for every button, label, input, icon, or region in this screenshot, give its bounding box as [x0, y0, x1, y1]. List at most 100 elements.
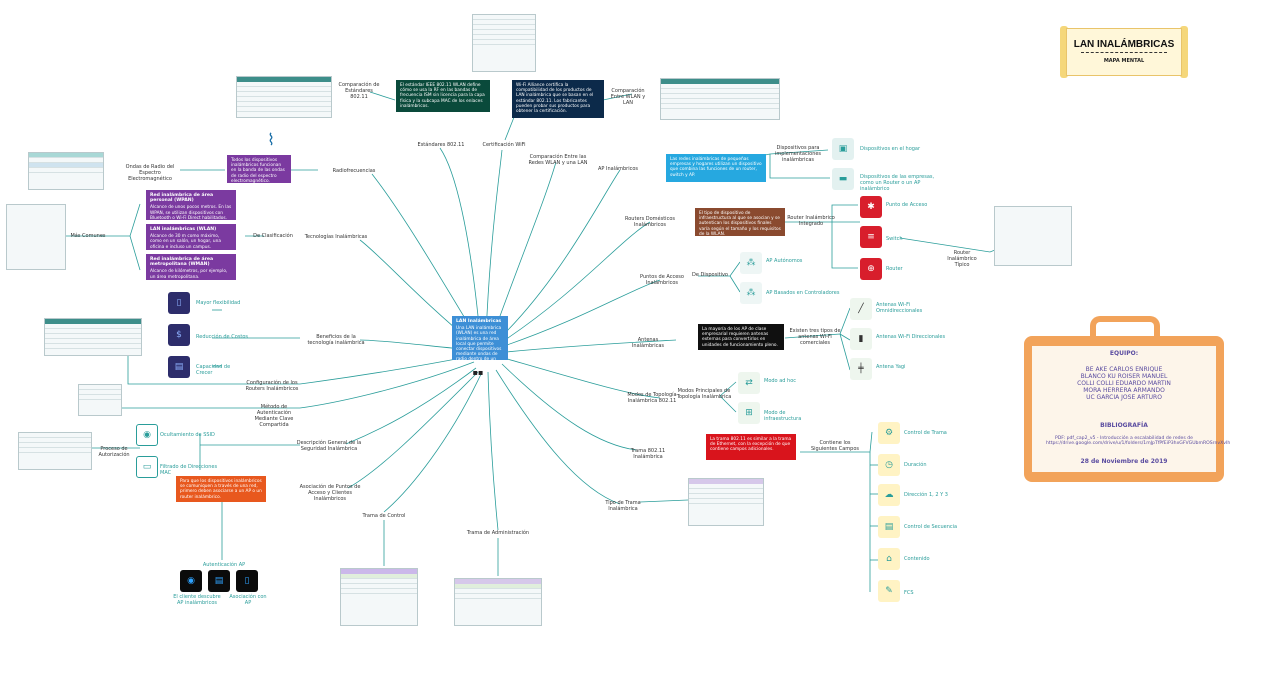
- label-ondas: Ondas de Radio del Espectro Electromagné…: [125, 164, 175, 182]
- sequence-icon: ▤: [878, 516, 900, 538]
- member-1: BE AKE CARLOS ENRIQUE: [1085, 366, 1163, 373]
- control-frame-thumbnail: [340, 568, 418, 626]
- content-icon: ⌂: [878, 548, 900, 570]
- box-wpan: Red inalámbrica de área personal (WPAN) …: [146, 190, 236, 220]
- branch-descripcion-seguridad: Descripción General de la Seguridad Inal…: [296, 440, 362, 452]
- box-routers: El tipo de dispositivo de infraestructur…: [695, 208, 785, 236]
- branch-configuracion: Configuración de los Routers Inalámbrico…: [245, 380, 299, 392]
- wpan-text: Alcance de unos pocos metros. En las WPA…: [150, 205, 232, 220]
- member-3: COLLI COLLI EDUARDO MARTIN: [1077, 380, 1171, 387]
- admin-frame-thumbnail: [454, 578, 542, 626]
- typical-router-thumbnail: [994, 206, 1072, 266]
- label-existen-antenas: Existen tres tipos de antenas Wi-Fi come…: [789, 328, 841, 346]
- label-infraestructura: Modo de infraestructura: [764, 410, 802, 422]
- box-asociacion: Para que los dispositivos inalámbricos s…: [176, 476, 266, 502]
- label-asociacion-ap: Asociación con AP: [229, 594, 267, 606]
- branch-certificacion: Certificación WiFi: [482, 142, 526, 148]
- authorization-thumbnail: [18, 432, 92, 470]
- scroll-paper: LAN INALÁMBRICAS MAPA MENTAL: [1066, 28, 1182, 76]
- label-dispositivos-ap: Dispositivos para implementaciones inalá…: [774, 145, 822, 163]
- label-c-contenido: Contenido: [904, 556, 930, 562]
- center-heading: LAN Inalámbricas: [456, 319, 502, 324]
- equipo-title: EQUIPO:: [1109, 350, 1139, 357]
- controller-ap-icon: ⁂: [740, 282, 762, 304]
- member-2: BLANCO KU ROISER MANUEL: [1080, 373, 1168, 380]
- label-ap-controladores: AP Basados en Controladores: [766, 290, 840, 296]
- label-escalabilidad: Capacidad de Crecer: [196, 364, 231, 376]
- directional-antenna-icon: ▮: [850, 328, 872, 350]
- spectrum-thumbnail: [28, 152, 104, 190]
- label-direccionales: Antenas Wi-Fi Direccionales: [876, 334, 946, 340]
- omni-antenna-icon: ╱: [850, 298, 872, 320]
- label-ap-peq: Dispositivos en el hogar: [860, 146, 921, 152]
- wireless-devices-thumbnail: [6, 204, 66, 270]
- branch-trama-control: Trama de Control: [362, 513, 406, 519]
- wlan-text: Alcance de 30 m como máximo, como en un …: [150, 234, 221, 250]
- center-text: Una LAN inalámbrica (WLAN) es una red in…: [456, 326, 502, 360]
- auth-ap-icon: ▤: [208, 570, 230, 592]
- title-scroll: LAN INALÁMBRICAS MAPA MENTAL: [1060, 26, 1188, 78]
- label-yagi: Antena Yagi: [876, 364, 906, 370]
- yagi-antenna-icon: ╪: [850, 358, 872, 380]
- branch-routers: Routers Domésticos Inalámbricos: [625, 216, 675, 228]
- poster-handle: [1090, 316, 1160, 346]
- branch-metodo-auth: Método de Autenticación Mediante Clave C…: [254, 404, 294, 428]
- wlan-lan-table-thumbnail: [660, 78, 780, 120]
- wman-text: Alcance de kilómetros, por ejemplo, un á…: [150, 269, 228, 280]
- poster-date: 28 de Noviembre de 2019: [1080, 458, 1168, 465]
- scalability-icon: ▤: [168, 356, 190, 378]
- label-de-dispositivo: De Dispositivo: [692, 272, 728, 278]
- bibliografia-text: PDF: pdf_cap2_v5 - Introducción a escala…: [1046, 436, 1231, 447]
- label-mas-comunes: Más Comunes: [70, 233, 106, 239]
- box-certificacion: Wi-Fi Alliance certifica la compatibilid…: [512, 80, 604, 118]
- bibliografia-title: BIBLIOGRAFÍA: [1100, 422, 1148, 429]
- label-c-duracion: Duración: [904, 462, 927, 468]
- wlan-title: LAN inalámbricas (WLAN): [150, 227, 217, 232]
- title-rule: [1081, 52, 1167, 53]
- switch-icon: ≡: [860, 226, 882, 248]
- label-ap-autonomos: AP Autónomos: [766, 258, 803, 264]
- branch-asociacion: Asociación de Puntos de Acceso y Cliente…: [299, 484, 361, 502]
- router-icon: ⊕: [860, 258, 882, 280]
- cost-icon: $: [168, 324, 190, 346]
- frame-control-icon: ⚙: [878, 422, 900, 444]
- box-wman: Red inalámbrica de área metropolitana (W…: [146, 254, 236, 280]
- address-icon: ☁: [878, 484, 900, 506]
- branch-trama: Trama 802.11 Inalámbrica: [630, 448, 666, 460]
- wpan-title: Red inalámbrica de área personal (WPAN): [150, 193, 214, 204]
- branch-puntos-acceso: Puntos de Acceso Inalámbricos: [640, 274, 684, 286]
- label-router: Router: [886, 266, 903, 272]
- associate-ap-icon: ▯: [236, 570, 258, 592]
- antenna-signal-icon: ⌇: [267, 129, 275, 149]
- mac-filter-icon: ▭: [136, 456, 158, 478]
- label-switch: Switch: [886, 236, 903, 242]
- label-comparacion-802-11: Comparación de Estándares 802.11: [338, 82, 380, 100]
- page-subtitle: MAPA MENTAL: [1103, 58, 1145, 64]
- branch-tecnologias: Tecnologías Inalámbricas: [304, 234, 368, 240]
- box-radiofrecuencias: Todos los dispositivos inalámbricos func…: [227, 155, 291, 183]
- team-poster: EQUIPO: BE AKE CARLOS ENRIQUE BLANCO KU …: [1024, 336, 1231, 482]
- branch-ap: AP Inalámbricos: [597, 166, 639, 172]
- team-poster-inner: EQUIPO: BE AKE CARLOS ENRIQUE BLANCO KU …: [1032, 346, 1231, 472]
- duration-icon: ◷: [878, 454, 900, 476]
- label-ap-empresa: Dispositivos de las empresas, como un Ro…: [860, 174, 935, 192]
- enterprise-router-icon: ▬: [832, 168, 854, 190]
- branch-modos: Modos de Topología Inalámbrica 802.11: [627, 392, 677, 404]
- label-redes-autorizacion: Proceso de Autorización: [98, 446, 130, 458]
- label-cliente-ap: El cliente descubre AP inalámbricos: [173, 594, 221, 606]
- fcs-icon: ✎: [878, 580, 900, 602]
- infrastructure-icon: ⊞: [738, 402, 760, 424]
- label-comparacion-lan: Comparación Entre WLAN y LAN: [610, 88, 646, 106]
- label-autenticacion-ap: Autenticación AP: [202, 562, 246, 568]
- scroll-roll-right: [1180, 26, 1188, 78]
- label-c-fcs: FCS: [904, 590, 914, 596]
- member-4: MORA HERRERA ARMANDO: [1083, 387, 1165, 394]
- box-ap: Las redes inalámbricas de pequeñas empre…: [666, 154, 766, 182]
- page-title: LAN INALÁMBRICAS: [1073, 39, 1175, 50]
- label-reduccion: Reducción de Costos: [196, 334, 248, 340]
- discover-ap-icon: ◉: [180, 570, 202, 592]
- label-enc-ssid: Ocultamiento de SSID: [160, 432, 215, 438]
- label-c-secuencia: Control de Secuencia: [904, 524, 958, 530]
- ssid-icon: ◉: [136, 424, 158, 446]
- branch-tipo-trama: Tipo de Trama Inalámbrica: [605, 500, 641, 512]
